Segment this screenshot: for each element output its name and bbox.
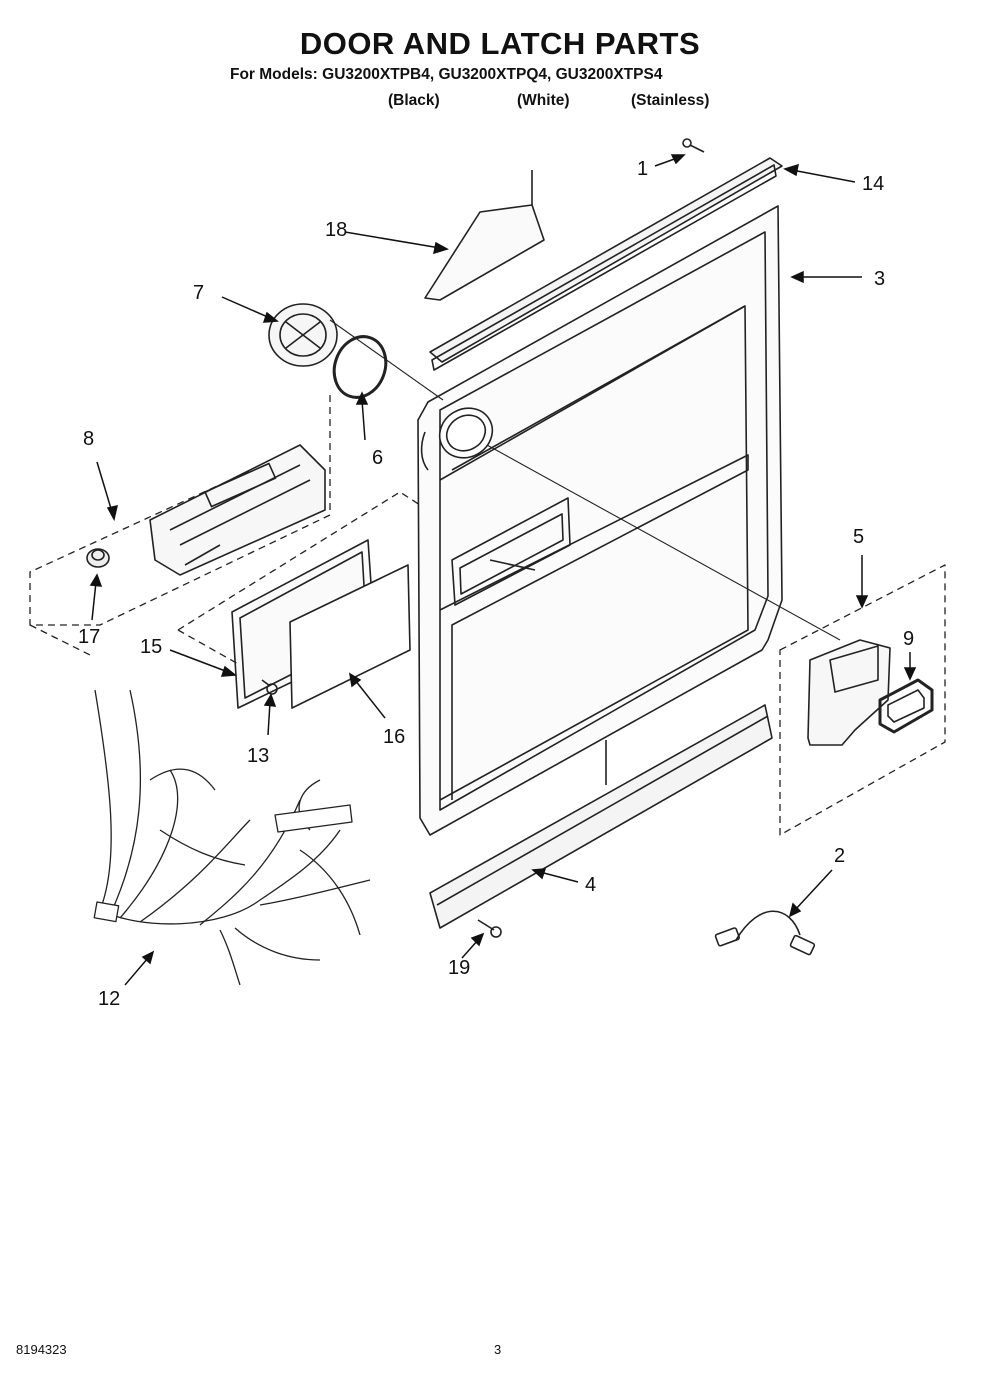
screw-part-1 bbox=[682, 138, 705, 153]
variant-black: (Black) bbox=[388, 92, 440, 109]
callout-12: 12 bbox=[98, 988, 120, 1010]
callout-7: 7 bbox=[193, 282, 204, 304]
callout-5: 5 bbox=[853, 526, 864, 548]
callout-19: 19 bbox=[448, 957, 470, 979]
callout-18: 18 bbox=[325, 219, 347, 241]
callout-3: 3 bbox=[874, 268, 885, 290]
vent-gasket bbox=[332, 335, 388, 399]
models-subtitle: For Models: GU3200XTPB4, GU3200XTPQ4, GU… bbox=[230, 66, 663, 83]
bumper-part bbox=[86, 548, 110, 568]
callout-1: 1 bbox=[637, 158, 648, 180]
door-latch bbox=[807, 639, 891, 746]
callout-4: 4 bbox=[585, 874, 596, 896]
callout-2: 2 bbox=[834, 845, 845, 867]
callout-6: 6 bbox=[372, 447, 383, 469]
leader-line bbox=[486, 444, 841, 641]
callout-8: 8 bbox=[83, 428, 94, 450]
bottom-trim-strip bbox=[429, 704, 773, 929]
latch-gasket bbox=[878, 678, 934, 734]
dispenser-opening bbox=[438, 407, 494, 459]
wire-harness bbox=[93, 689, 371, 986]
leader-line bbox=[329, 319, 444, 401]
dispenser-assembly bbox=[149, 444, 326, 576]
latch-switch-wire bbox=[714, 910, 816, 956]
screw-part-19 bbox=[477, 919, 502, 938]
assembly-group-outlines bbox=[29, 395, 946, 836]
callout-17: 17 bbox=[78, 626, 100, 648]
document-number: 8194323 bbox=[16, 1342, 67, 1357]
screw-part-13 bbox=[261, 679, 278, 695]
callout-9: 9 bbox=[903, 628, 914, 650]
door-inner-panel bbox=[417, 205, 783, 836]
variant-stainless: (Stainless) bbox=[631, 92, 710, 109]
callout-arrows bbox=[89, 154, 917, 986]
callout-16: 16 bbox=[383, 726, 405, 748]
callout-labels: 1 14 3 18 7 6 8 5 9 17 15 13 16 4 19 2 1… bbox=[78, 158, 914, 1010]
vent-bracket bbox=[424, 170, 545, 301]
page-number: 3 bbox=[494, 1342, 502, 1357]
control-board bbox=[289, 564, 411, 709]
top-trim-strip bbox=[429, 157, 783, 371]
page-title: DOOR AND LATCH PARTS bbox=[299, 26, 701, 61]
callout-15: 15 bbox=[140, 636, 162, 658]
vent-cap bbox=[268, 303, 338, 367]
callout-14: 14 bbox=[862, 173, 884, 195]
variant-white: (White) bbox=[517, 92, 570, 109]
callout-13: 13 bbox=[247, 745, 269, 767]
